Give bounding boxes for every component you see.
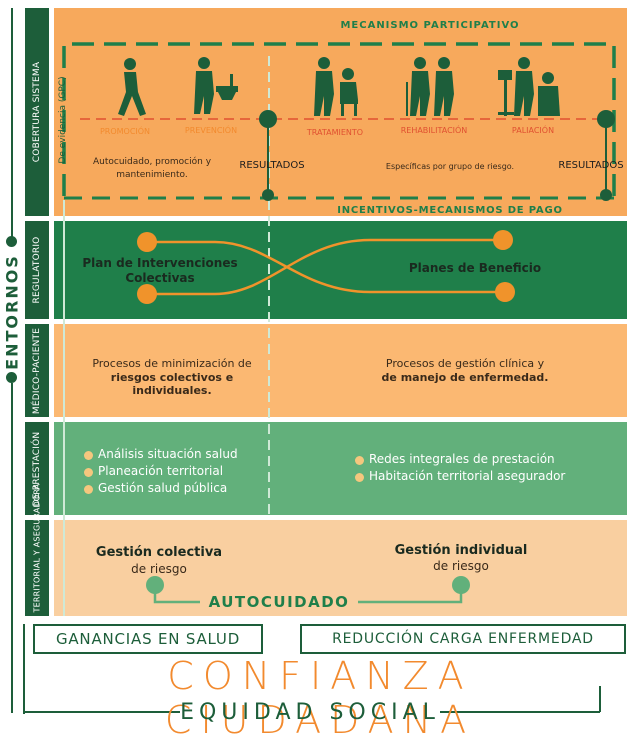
coverage-right-text: Específicas por grupo de riesgo. — [385, 162, 515, 171]
row-label-coverage: COBERTURA SISTEMA — [25, 8, 49, 216]
provision-right-item: Redes integrales de prestación — [355, 452, 555, 466]
band-provision — [54, 422, 627, 515]
disease-burden-box: REDUCCIÓN CARGA ENFERMEDAD — [300, 624, 626, 654]
palliative-care-icon — [498, 57, 560, 116]
row-label-territorial: GESTIÓN TERRITORIAL Y ASEGURADORA — [25, 484, 49, 652]
axis-line-top — [11, 8, 13, 240]
equity-label: EQUIDAD SOCIAL — [180, 700, 440, 725]
row-label-regulatory: REGULATORIO — [25, 221, 49, 319]
rehabilitation-icon — [406, 57, 454, 116]
band-medical — [54, 324, 627, 417]
territorial-left-title: Gestión colectiva — [95, 545, 223, 560]
axis-dot-top — [6, 236, 17, 247]
row-label-provision: DE PRESTACIÓN — [25, 422, 49, 515]
diagram-lines — [23, 42, 616, 714]
provision-left-item: Planeación territorial — [83, 464, 224, 478]
medical-left-2: riesgos colectivos e individuales. — [110, 371, 234, 397]
medical-left-1: Procesos de minimización de — [92, 357, 252, 370]
coverage-left-text: Autocuidado, promoción y mantenimiento. — [92, 157, 212, 180]
territorial-left-sub: de riesgo — [131, 562, 187, 576]
territorial-right-title: Gestión individual — [394, 543, 528, 558]
regulatory-right: Planes de Beneficio — [408, 261, 542, 275]
top-title: MECANISMO PARTICIPATIVO — [340, 20, 520, 31]
medical-right-1: Procesos de gestión clínica y — [385, 357, 545, 370]
headline: CONFIANZA CIUDADANA — [164, 654, 476, 742]
row-label-medical: MÉDICO-PACIENTE — [25, 324, 49, 417]
health-gains-box: GANANCIAS EN SALUD — [33, 624, 263, 654]
regulatory-left: Plan de Intervenciones Colectivas — [82, 256, 238, 285]
band-territorial — [54, 520, 627, 616]
territorial-right-sub: de riesgo — [433, 559, 489, 573]
handwashing-icon — [194, 57, 238, 114]
provision-left-item: Análisis situación salud — [84, 447, 238, 461]
stage-rehabilitacion: REHABILITACIÓN — [400, 126, 468, 135]
autocuidado-label: AUTOCUIDADO — [208, 593, 350, 611]
bottom-title: INCENTIVOS-MECANISMOS DE PAGO — [337, 205, 563, 216]
provision-right-item: Habitación territorial asegurador — [354, 469, 566, 483]
axis-line-bottom — [11, 383, 13, 713]
stage-paliacion: PALIACIÓN — [511, 126, 555, 135]
stage-prevencion: PREVENCIÓN — [184, 126, 238, 135]
evidence-side-label: De evidencia (GPC) — [58, 76, 68, 164]
results-right: RESULTADOS — [558, 160, 624, 171]
medical-right-2: de manejo de enfermedad. — [381, 371, 549, 384]
walking-person-icon — [118, 58, 146, 116]
stage-tratamiento: TRATAMIENTO — [306, 128, 364, 137]
results-left: RESULTADOS — [239, 160, 305, 171]
axis-dot-bottom — [6, 372, 17, 383]
stage-promocion: PROMOCIÓN — [99, 127, 151, 136]
doctor-patient-icon — [314, 57, 358, 116]
provision-left-item: Gestión salud pública — [83, 481, 228, 495]
